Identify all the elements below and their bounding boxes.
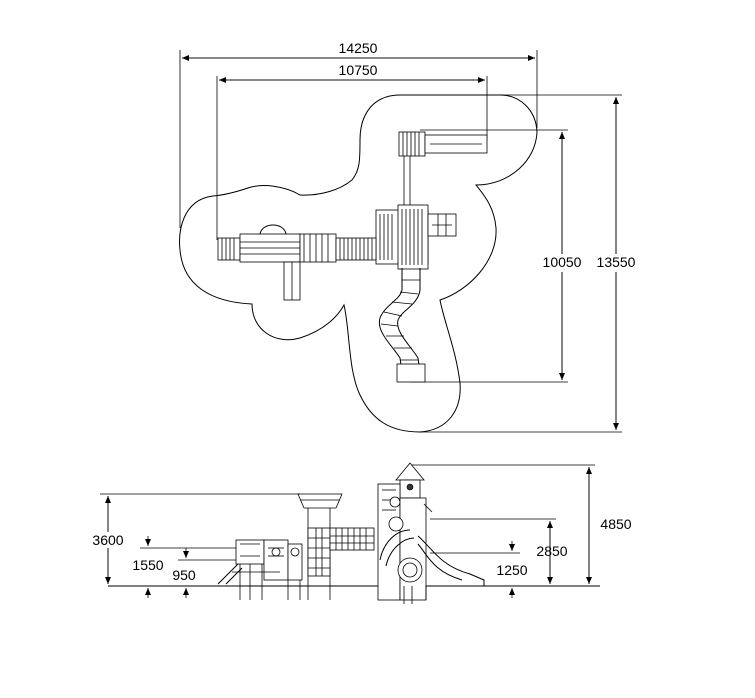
- plan-view: 14250 10750 10050 13550: [179, 40, 640, 433]
- elevation-main-tower: [377, 462, 485, 604]
- dim-height-mid: 2850: [536, 543, 567, 559]
- dim-max-height: 4850: [600, 516, 631, 532]
- elevation-net-bridge: [329, 527, 375, 551]
- dim-platform-low: 950: [172, 567, 196, 583]
- top-platform: [398, 131, 488, 210]
- tube-slide: [378, 268, 426, 383]
- safety-zone-outline: [179, 94, 538, 433]
- dim-platform-high: 1550: [132, 557, 163, 573]
- elevation-view: 3600 1550 950 4850 2850 1250: [85, 462, 632, 604]
- dim-inner-width: 10750: [339, 62, 378, 78]
- dim-inner-depth: 10050: [543, 254, 582, 270]
- dim-overall-depth: 13550: [597, 254, 636, 270]
- dim-overall-width: 14250: [339, 40, 378, 56]
- elevation-left-structures: [217, 539, 303, 600]
- elevation-roof-tower: [297, 493, 343, 600]
- central-tower: [375, 204, 457, 270]
- dim-height-left: 3600: [92, 532, 123, 548]
- dim-platform-right: 1250: [496, 562, 527, 578]
- left-bridge-and-towers: [217, 224, 377, 301]
